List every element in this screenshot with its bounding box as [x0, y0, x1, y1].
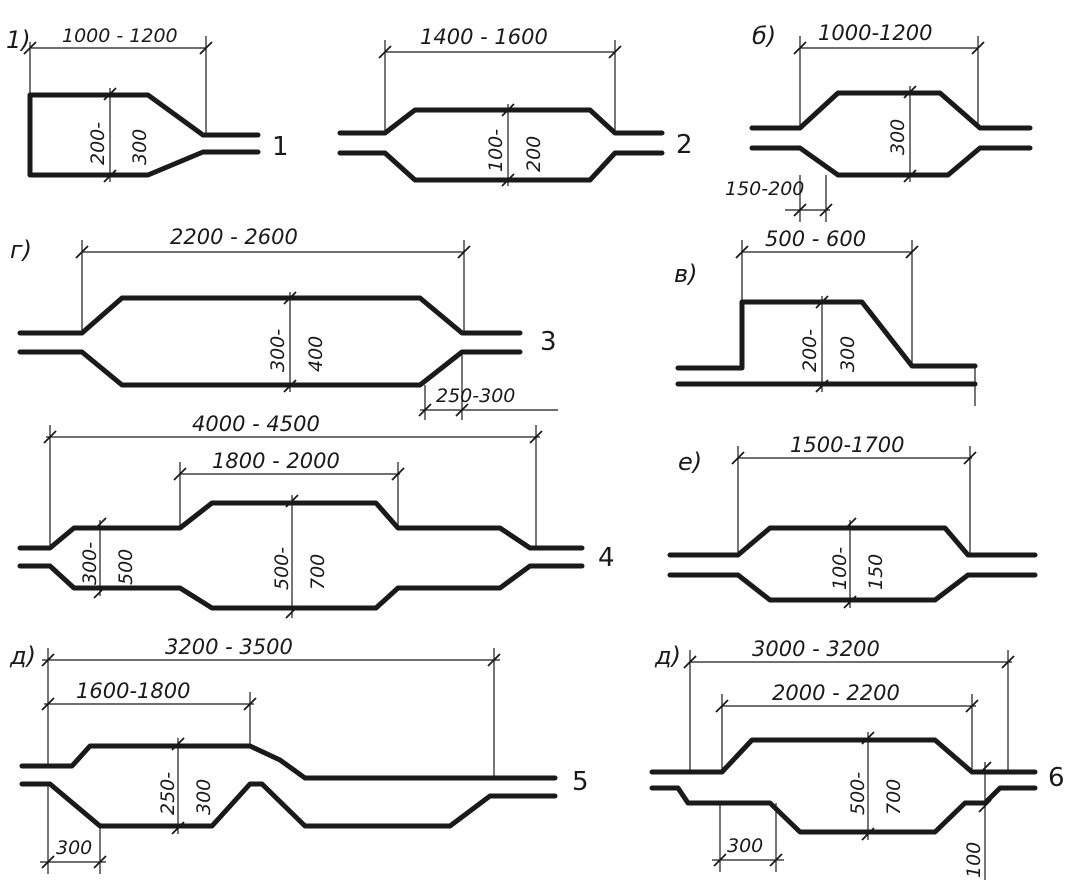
fig3-length-dim: 2200 - 2600: [170, 225, 298, 249]
figure-4: 4000 - 4500 1800 - 2000 300- 500 500- 70…: [17, 412, 615, 619]
tag-a: 1): [6, 26, 31, 54]
figv-length-dim: 500 - 600: [765, 227, 866, 251]
figure-1-outline: [27, 92, 261, 178]
figure-b: б) 1000-1200 300 150-200: [725, 21, 1033, 222]
figure-number-1: 1: [272, 132, 289, 162]
fig6-length-dim: 3000 - 3200: [752, 637, 880, 661]
fig4-small-dim-b: 500: [115, 549, 137, 585]
figv-height-dim-b: 300: [837, 336, 859, 372]
fig5-length-dim: 3200 - 3500: [165, 635, 293, 659]
fig1-height-dim-a: 200-: [87, 122, 109, 165]
figure-number-2: 2: [676, 130, 693, 160]
figure-6: д) 3000 - 3200 2000 - 2200 500- 700 300 …: [649, 637, 1065, 880]
figure-number-4: 4: [598, 543, 615, 573]
figure-1: 1) 1000 - 1200 200- 300 1: [6, 25, 289, 183]
fig3-taper-dim: 250-300: [436, 385, 515, 407]
fig4-height-dim-b: 700: [307, 554, 329, 590]
fig5-step-dim: 300: [56, 837, 92, 859]
fig2-height-dim-b: 200: [523, 136, 545, 172]
figure-e: е) 1500-1700 100- 150: [667, 433, 1038, 609]
figure-number-5: 5: [572, 767, 589, 797]
figb-step-dim: 150-200: [725, 178, 804, 200]
fig4-length-dim: 4000 - 4500: [192, 412, 320, 436]
fig3-height-dim-a: 300-: [267, 329, 289, 372]
figure-v-outline: [675, 299, 978, 387]
figure-3: г) 2200 - 2600 300- 400 250-300 3: [10, 225, 558, 420]
figure-number-6: 6: [1048, 763, 1065, 793]
fig4-inner-dim: 1800 - 2000: [212, 449, 340, 473]
figure-e-outline: [667, 525, 1038, 603]
figure-4-outline: [17, 500, 585, 611]
fig6-height-dim-b: 700: [883, 779, 905, 815]
fig5-height-dim-b: 300: [193, 779, 215, 815]
fig6-side-dim: 100: [963, 842, 985, 878]
fig3-height-dim-b: 400: [305, 336, 327, 372]
fige-height-dim-a: 100-: [829, 547, 851, 590]
fig6-step-dim: 300: [727, 835, 763, 857]
figure-v: в) 500 - 600 200- 300: [674, 227, 978, 406]
fige-height-dim-b: 150: [865, 554, 887, 590]
figure-5: д) 3200 - 3500 1600-1800 250- 300 300 5: [9, 635, 589, 874]
figure-5-outline: [19, 743, 558, 829]
fig1-length-dim: 1000 - 1200: [62, 25, 178, 47]
figure-6-outline: [649, 737, 1038, 835]
fig5-height-dim-a: 250-: [157, 772, 179, 815]
fig2-length-dim: 1400 - 1600: [420, 25, 548, 49]
fig5-inner-dim: 1600-1800: [76, 679, 190, 703]
tag-v: в): [674, 260, 698, 288]
figure-2-outline: [337, 107, 665, 183]
tag-d2: д): [654, 642, 681, 670]
tag-d1: д): [9, 642, 36, 670]
figure-3-outline: [17, 295, 523, 388]
tag-g: г): [10, 236, 32, 264]
fige-length-dim: 1500-1700: [790, 433, 904, 457]
fig6-height-dim-a: 500-: [847, 772, 869, 815]
figv-height-dim-a: 200-: [799, 329, 821, 372]
tag-e: е): [678, 448, 702, 476]
figb-height-dim: 300: [887, 119, 909, 155]
figure-2: 1400 - 1600 100- 200 2: [337, 25, 693, 187]
fig4-height-dim-a: 500-: [271, 547, 293, 590]
figure-number-3: 3: [540, 327, 557, 357]
tag-b: б): [752, 22, 776, 50]
figb-length-dim: 1000-1200: [818, 21, 932, 45]
fig1-height-dim-b: 300: [129, 129, 151, 165]
fig4-small-dim-a: 300-: [79, 542, 101, 585]
fig6-inner-dim: 2000 - 2200: [772, 681, 900, 705]
fig2-height-dim-a: 100-: [485, 129, 507, 172]
figure-b-outline: [749, 90, 1033, 178]
